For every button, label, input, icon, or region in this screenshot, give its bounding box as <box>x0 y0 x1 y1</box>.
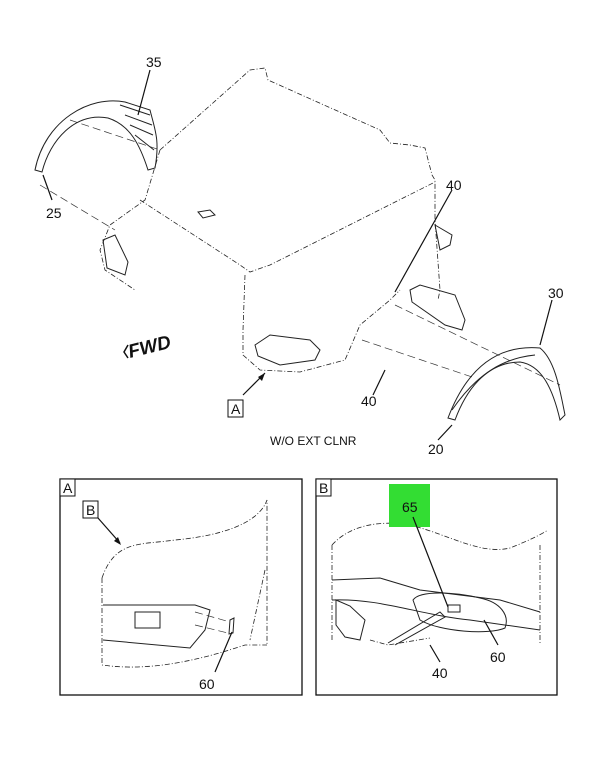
detail-a-title: A <box>63 480 73 496</box>
detail-panel-a: A B 60 <box>59 478 303 696</box>
callout-25: 25 <box>46 205 62 221</box>
callout-40-top: 40 <box>446 177 462 193</box>
view-ref-b: B <box>86 502 95 518</box>
callout-20: 20 <box>428 441 444 457</box>
fender-extension-right <box>447 347 566 421</box>
callout-30: 30 <box>548 285 564 301</box>
caption: W/O EXT CLNR <box>270 434 357 448</box>
detail-a-callout-60: 60 <box>199 676 215 692</box>
fender-extension-left <box>34 100 158 173</box>
detail-b-callout-65: 65 <box>402 499 418 515</box>
hood-outline <box>39 67 561 386</box>
fwd-label: FWD <box>126 332 173 363</box>
view-ref-a: A <box>231 401 241 417</box>
view-ref-a-box <box>227 399 244 418</box>
highlight-box-65 <box>389 484 430 527</box>
callout-40-bottom: 40 <box>361 393 377 409</box>
detail-panel-b: B 65 60 40 <box>315 478 558 696</box>
detail-b-callout-60: 60 <box>490 649 506 665</box>
detail-b-title: B <box>319 480 328 496</box>
fwd-indicator: FWD <box>123 332 173 363</box>
fwd-arrow-icon <box>123 344 129 359</box>
callout-35: 35 <box>146 54 162 70</box>
detail-b-callout-40: 40 <box>432 665 448 681</box>
